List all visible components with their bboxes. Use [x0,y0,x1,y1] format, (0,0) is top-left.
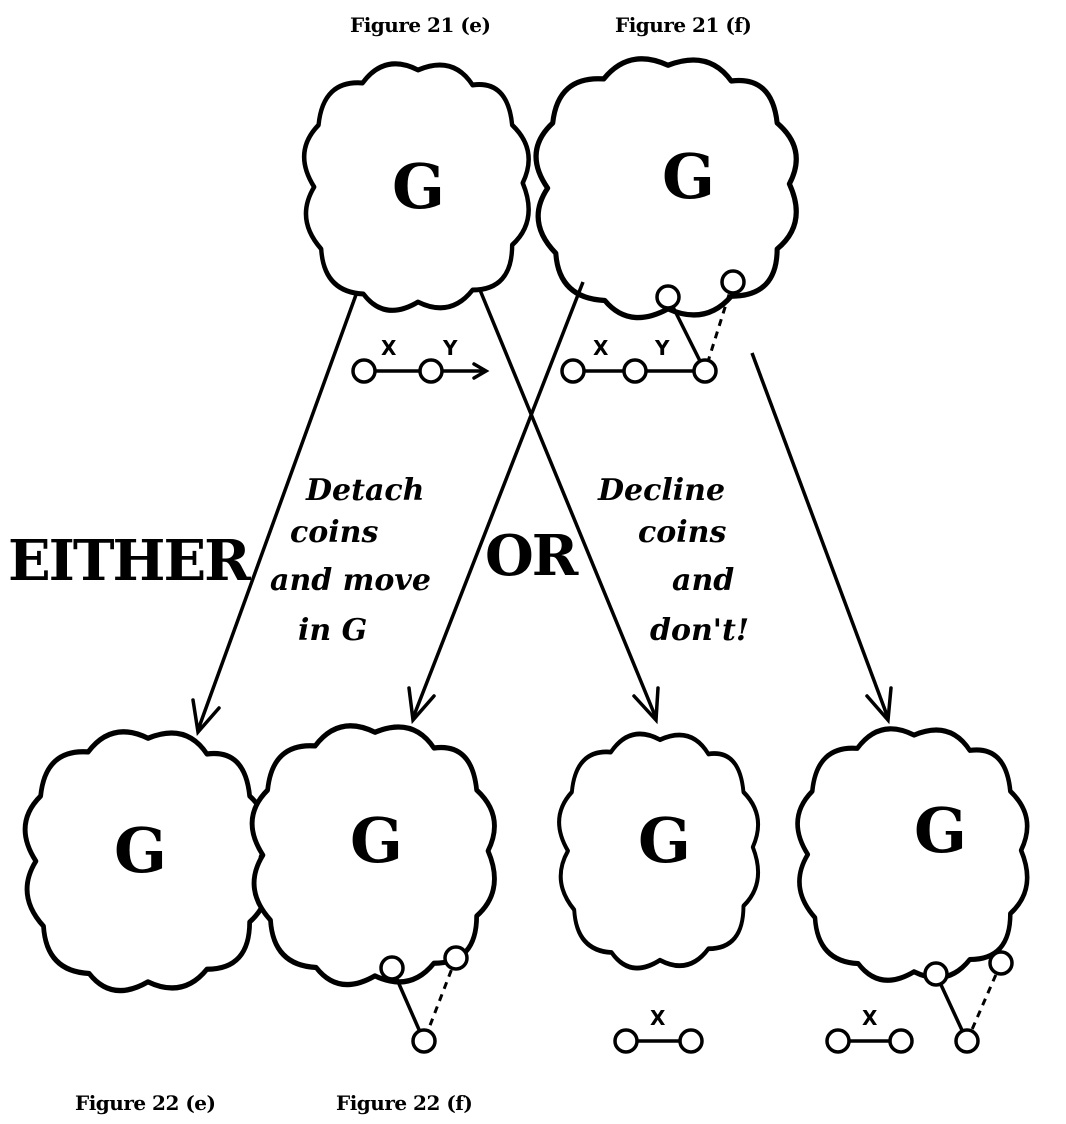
edge-label-x-21f: X [593,336,609,360]
detach-line-1: Detach [305,473,424,508]
cloud-22f-right-a-label: G [638,804,691,877]
edge-label-y-21e: Y [442,336,458,360]
or-label: OR [485,523,579,589]
detach-text: Detach coins and move in G [270,473,431,648]
coins-21f-attached [655,269,746,372]
decline-line-1: Decline [597,473,725,508]
cloud-22f-label: G [350,804,403,877]
edge-label-y-21f: Y [654,336,670,360]
detach-line-3: and move [270,563,431,598]
edge-label-x-22b: X [862,1006,878,1030]
caption-figure-21e: Figure 21 (e) [350,13,491,37]
coins-21f-chain: X Y [560,336,718,384]
cloud-22f-right-b [798,729,1028,980]
decline-line-2: coins [638,515,726,550]
detach-line-2: coins [290,515,378,550]
caption-figure-22f: Figure 22 (f) [336,1091,472,1115]
edge-label-x-21e: X [381,336,397,360]
coins-21e-chain: X Y [351,336,490,384]
detach-line-4: in G [298,613,367,648]
coins-22-right-b-attached [923,950,1014,1054]
coins-22-right-a-chain: X [613,1006,704,1054]
edge-label-x-22a: X [650,1006,666,1030]
decline-text: Decline coins and don't! [597,473,749,648]
cloud-21e-label: G [392,150,445,223]
arrow-21e-to-22f-right [478,289,660,725]
decline-line-3: and [672,563,734,598]
coins-22f-attached [379,945,469,1054]
decline-line-4: don't! [650,613,749,648]
caption-figure-22e: Figure 22 (e) [75,1091,216,1115]
arrow-21f-to-22f [407,281,585,725]
either-label: EITHER [8,528,251,594]
coins-22-right-b-chain: X [825,1006,914,1054]
cloud-22e-label: G [114,814,167,887]
caption-figure-21f: Figure 21 (f) [615,13,751,37]
cloud-21f-label: G [662,140,715,213]
cloud-22f-right-b-label: G [914,794,967,867]
arrow-21f-to-22f-far [750,352,893,725]
arrow-21e-to-22e [191,291,359,736]
